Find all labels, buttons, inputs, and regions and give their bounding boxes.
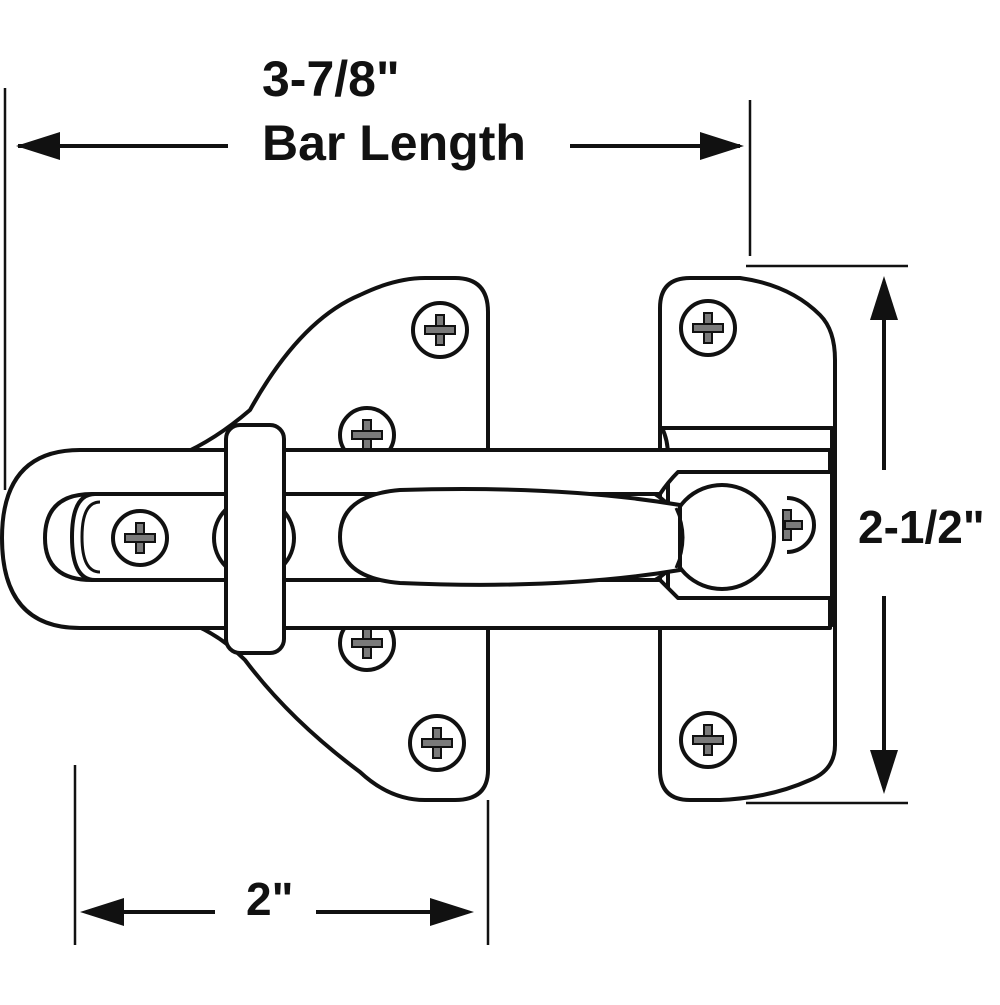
bar-length-arrowhead-right (700, 132, 744, 160)
screw-icon (782, 496, 816, 554)
bar-length-text-label: Bar Length (262, 115, 526, 171)
bar-length-value-label: 3-7/8" (262, 51, 400, 107)
sliding-sleeve (224, 423, 286, 655)
plate-width-label: 2" (246, 873, 294, 925)
height-arrowhead-down (870, 750, 898, 794)
width-arrowhead-left (80, 898, 124, 926)
height-label: 2-1/2" (858, 501, 985, 553)
screw-icon (679, 711, 737, 769)
width-arrowhead-right (430, 898, 474, 926)
knob-join-line (674, 507, 685, 569)
screw-icon (111, 509, 169, 567)
slot-inner-curve (80, 500, 101, 574)
bar-length-arrowhead-left (16, 132, 60, 160)
sleeve-outline (224, 423, 286, 655)
knob-ball (668, 483, 776, 591)
latch-knob (338, 483, 776, 591)
plate-screws (408, 299, 737, 772)
knob-tongue (338, 487, 682, 587)
screw-icon (679, 299, 737, 357)
dimension-lines (3, 88, 908, 945)
height-arrowhead-up (870, 276, 898, 320)
screw-icon (411, 301, 469, 359)
screw-icon (408, 714, 466, 772)
